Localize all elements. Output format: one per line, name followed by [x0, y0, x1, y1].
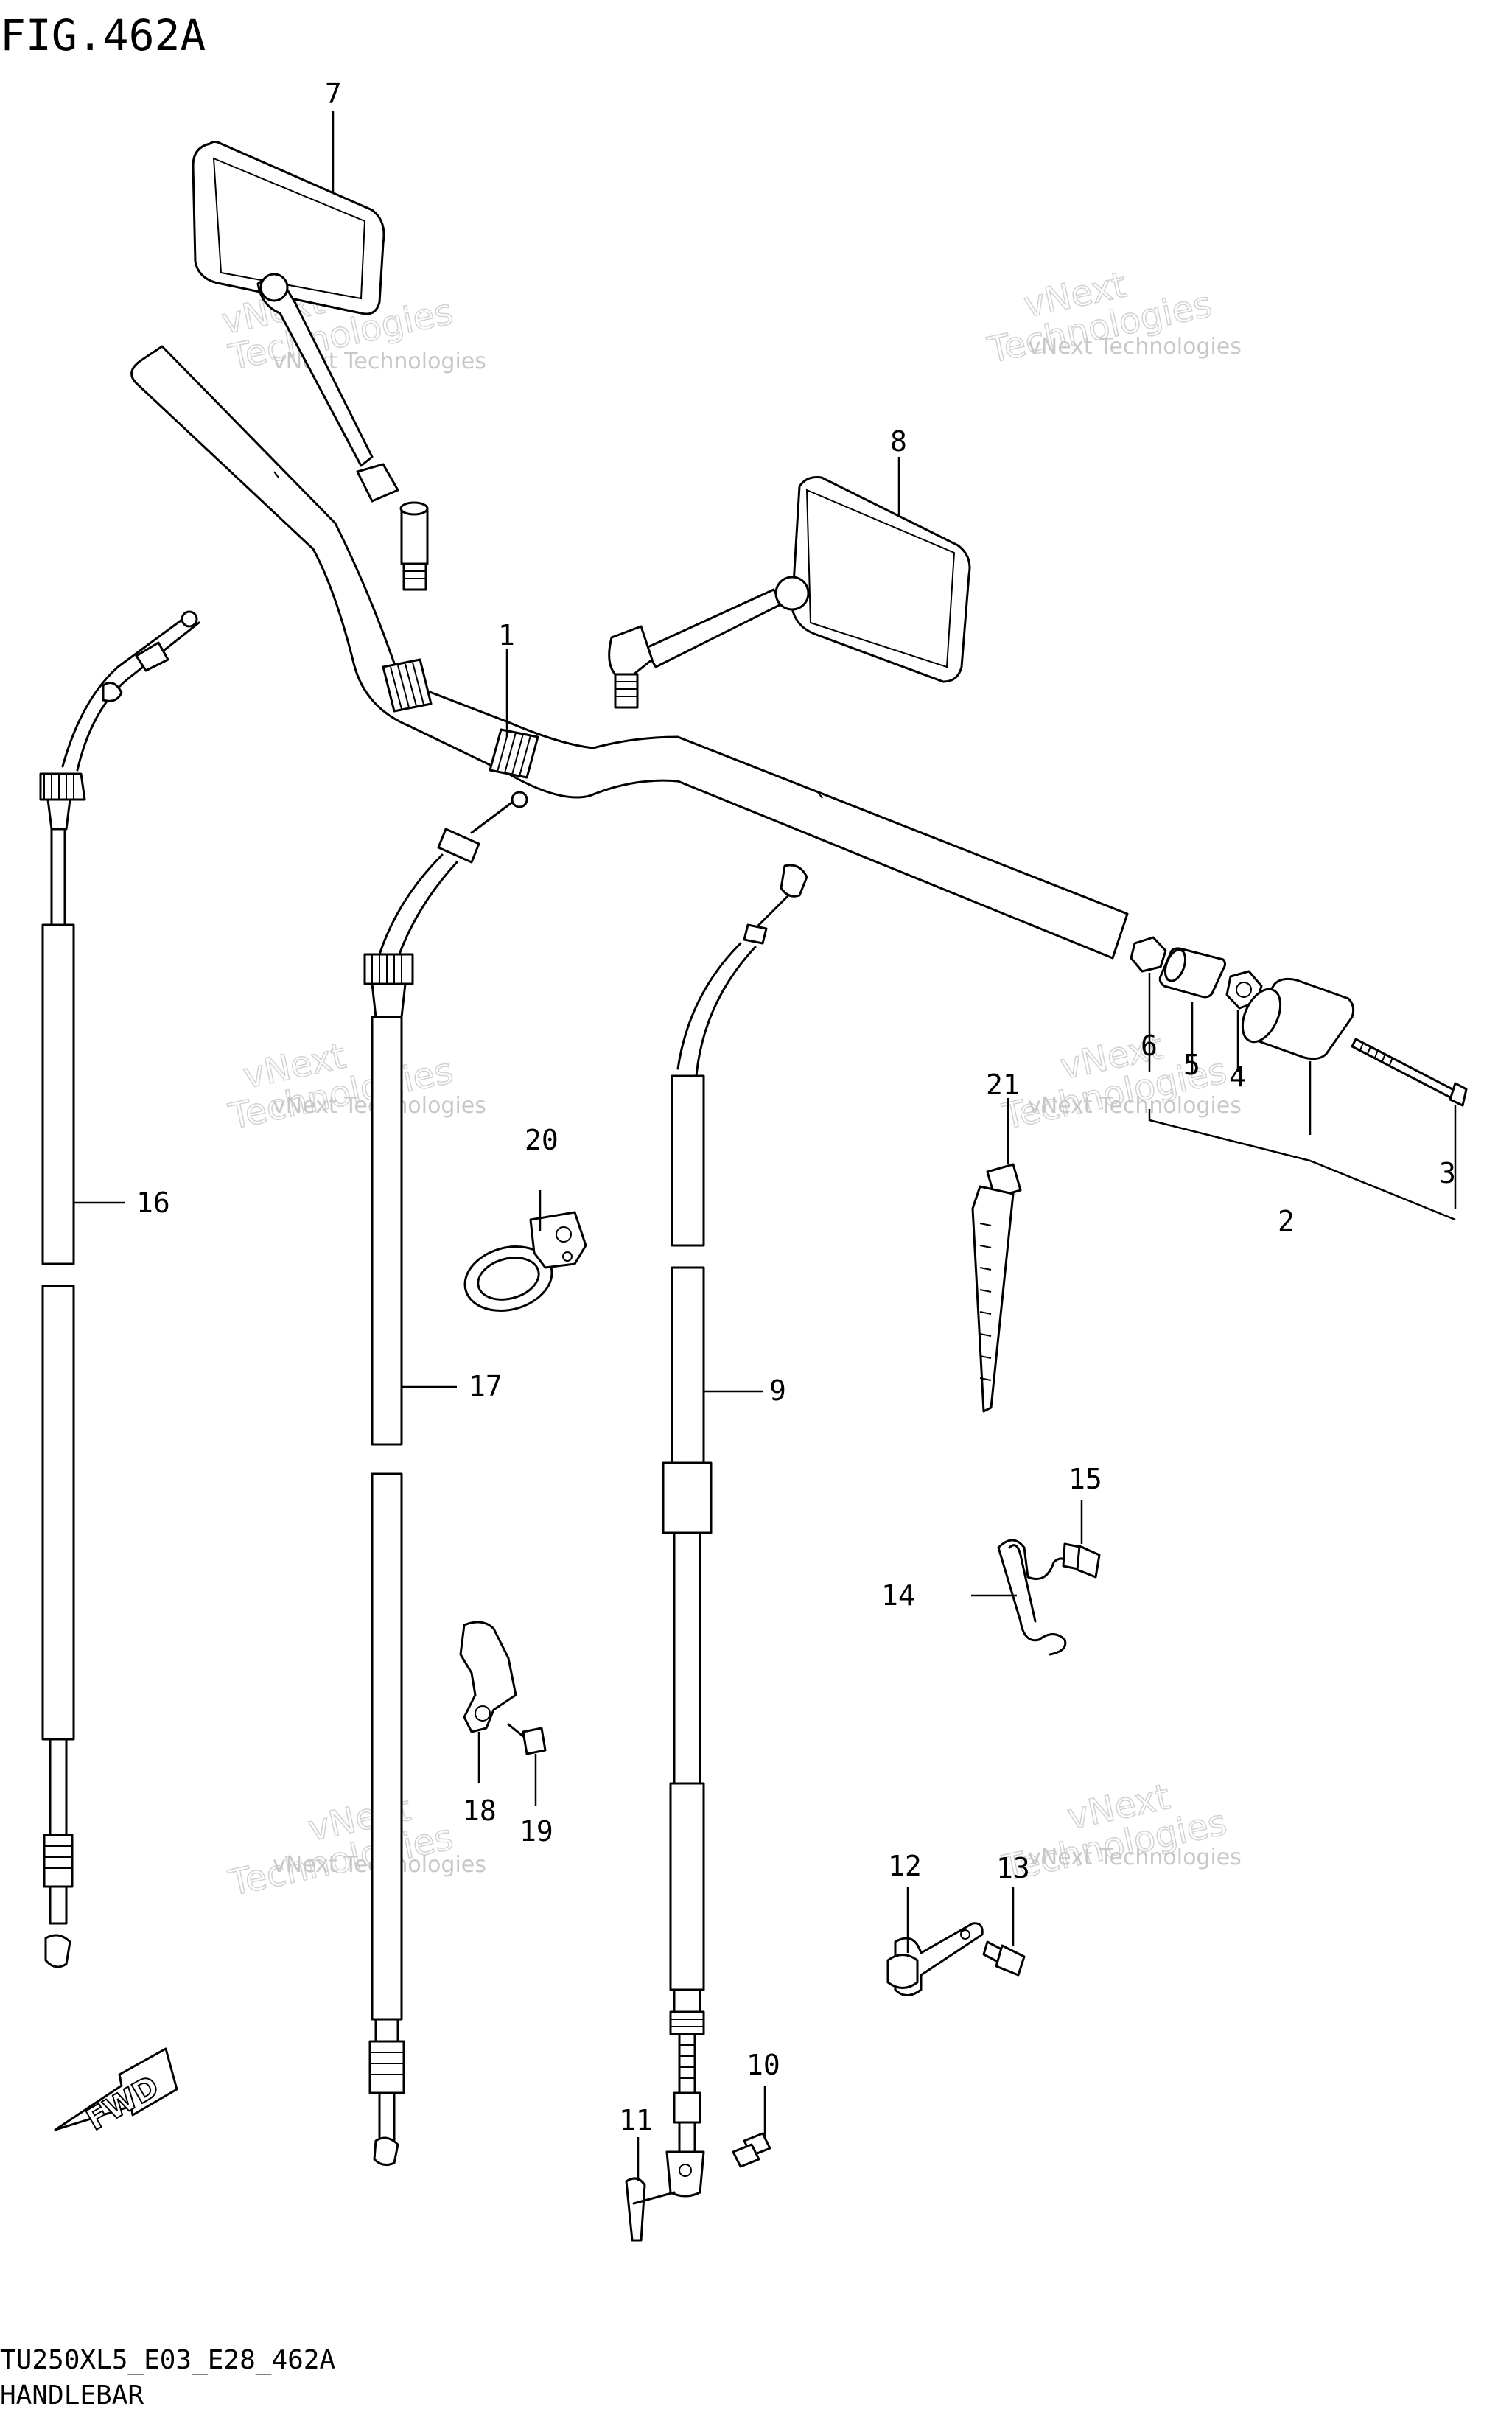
watermark-text: vNext Technologies	[1028, 334, 1242, 360]
part-20-clamp	[463, 1211, 587, 1312]
part-handlebar	[130, 345, 1129, 960]
part-15-bolt	[1062, 1542, 1101, 1579]
part-13-bolt	[982, 1940, 1026, 1977]
part-18-bracket	[459, 1621, 517, 1733]
callout-3: 3	[1439, 1157, 1456, 1189]
callout-16: 16	[136, 1186, 170, 1219]
part-12-bracket	[886, 1922, 984, 1996]
part-mirror-left	[192, 141, 429, 591]
callout-8: 8	[890, 425, 907, 458]
callout-2: 2	[1278, 1205, 1295, 1237]
leader-lines	[74, 111, 1457, 2181]
callout-19: 19	[519, 1815, 553, 1848]
part-6-nut	[1130, 936, 1167, 973]
part-10-bolt	[732, 2132, 771, 2168]
callout-21: 21	[986, 1069, 1020, 1101]
figure-code: TU250XL5_E03_E28_462A	[0, 2345, 335, 2375]
knurled-band-left	[382, 658, 433, 713]
figure-title: FIG.462A	[0, 10, 206, 60]
callout-9: 9	[769, 1374, 786, 1407]
part-2-weight	[1241, 977, 1355, 1060]
callout-11: 11	[619, 2104, 653, 2136]
part-14-spring-clip	[997, 1539, 1070, 1656]
callout-5: 5	[1183, 1049, 1200, 1081]
callout-18: 18	[463, 1794, 497, 1827]
part-mirror-right	[608, 476, 971, 709]
watermark-text: vNext Technologies	[1028, 1093, 1242, 1119]
callout-4: 4	[1229, 1060, 1246, 1093]
figure-name: HANDLEBAR	[0, 2380, 144, 2411]
callout-20: 20	[525, 1124, 559, 1156]
part-19-bolt	[507, 1723, 547, 1755]
fwd-arrow: FWD	[54, 2047, 178, 2138]
knurled-band-right	[489, 728, 539, 779]
callout-7: 7	[325, 77, 342, 110]
callout-1: 1	[498, 619, 515, 651]
callout-15: 15	[1068, 1463, 1102, 1495]
callout-10: 10	[746, 2049, 780, 2081]
callout-17: 17	[469, 1370, 503, 1402]
part-11-cotter-pin	[625, 2177, 676, 2242]
part-5-collar	[1158, 947, 1226, 999]
part-9-cable	[662, 864, 808, 2198]
callout-labels: 7 8 1 6 5 4 3 2 21 16 20 17 9 15 14 18 1…	[136, 77, 1456, 2136]
part-17-cable	[363, 791, 528, 2167]
part-21-cable-tie	[971, 1163, 1022, 1413]
watermark-text: vNext Technologies	[1028, 1845, 1242, 1870]
callout-6: 6	[1141, 1030, 1158, 1062]
callout-13: 13	[996, 1852, 1030, 1884]
part-3-bolt	[1351, 1038, 1468, 1107]
callout-14: 14	[881, 1579, 915, 1612]
part-16-cable	[39, 610, 200, 1968]
callout-12: 12	[888, 1850, 922, 1882]
